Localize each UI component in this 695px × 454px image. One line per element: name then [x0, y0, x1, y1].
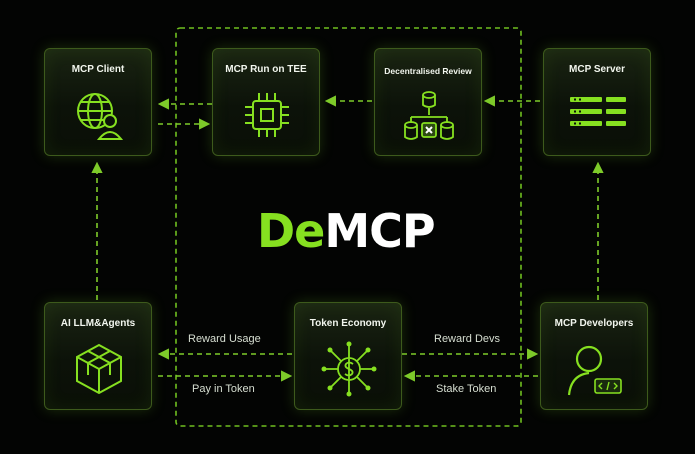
node-label: Decentralised Review: [384, 66, 472, 76]
chip-icon: [245, 93, 289, 137]
node-label: AI LLM&Agents: [60, 318, 136, 329]
node-token-economy[interactable]: Token Economy: [294, 302, 402, 410]
edge-label-reward-devs: Reward Devs: [434, 333, 501, 345]
node-ai-llm-agents[interactable]: AI LLM&Agents: [44, 302, 152, 410]
logo-de: De: [257, 204, 325, 258]
node-label: MCP Developers: [554, 318, 634, 329]
node-mcp-client[interactable]: MCP Client: [44, 48, 152, 156]
token-coin-icon: [321, 341, 377, 397]
database-review-icon: [404, 91, 454, 140]
cube-icon: [76, 343, 122, 395]
developer-code-icon: [567, 345, 622, 396]
node-label: MCP Client: [71, 64, 125, 75]
edge-label-pay-in-token: Pay in Token: [192, 383, 255, 395]
server-rack-icon: [570, 97, 626, 126]
node-mcp-developers[interactable]: MCP Developers: [540, 302, 648, 410]
node-label: MCP Server: [569, 64, 625, 75]
node-decentralised-review[interactable]: Decentralised Review: [374, 48, 482, 156]
globe-user-icon: [77, 93, 124, 140]
edge-label-stake-token: Stake Token: [436, 383, 497, 395]
node-mcp-run-on-tee[interactable]: MCP Run on TEE: [212, 48, 320, 156]
edge-label-reward-usage: Reward Usage: [188, 333, 261, 345]
node-label: Token Economy: [309, 318, 387, 329]
demcp-logo: DeMCP: [257, 204, 441, 258]
logo-mcp: MCP: [324, 204, 435, 258]
node-mcp-server[interactable]: MCP Server: [543, 48, 651, 156]
node-label: MCP Run on TEE: [225, 64, 307, 75]
